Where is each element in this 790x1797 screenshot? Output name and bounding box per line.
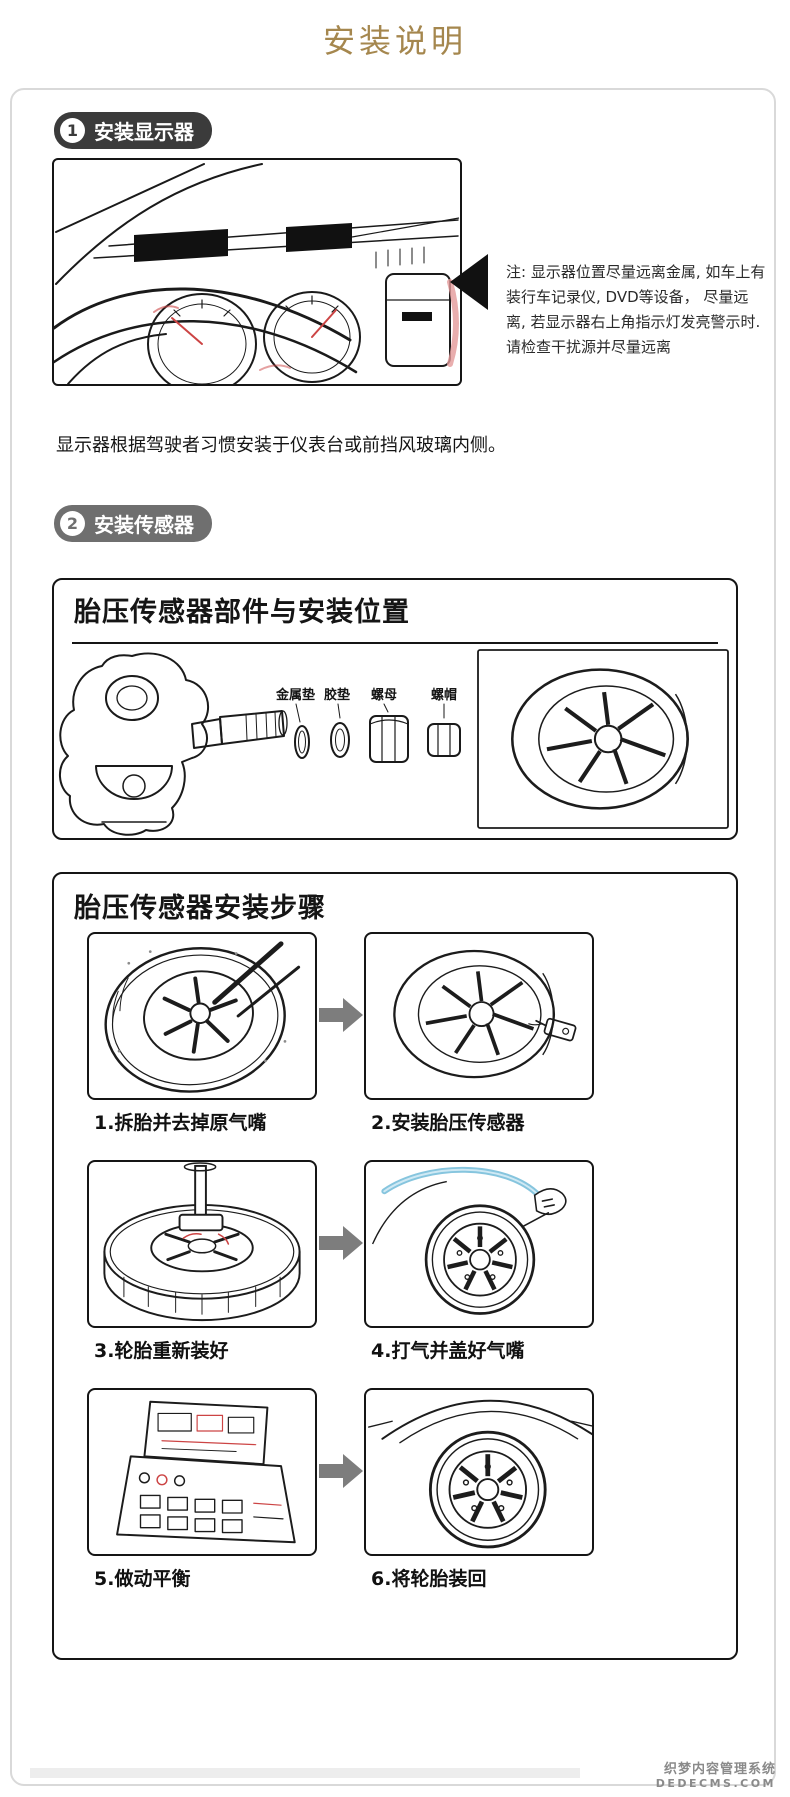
display-position-note: 注: 显示器位置尽量远离金属, 如车上有装行车记录仪, DVD等设备， 尽量远离… [506, 263, 766, 356]
section2-badge: 2 安装传感器 [54, 505, 212, 542]
section2-badge-label: 安装传感器 [94, 513, 194, 537]
section1-badge-label: 安装显示器 [94, 120, 194, 144]
display-install-caption: 显示器根据驾驶者习惯安装于仪表台或前挡风玻璃内侧。 [56, 435, 506, 456]
sensor-parts-box-title: 胎压传感器部件与安装位置 [74, 597, 410, 628]
step2-illustration [364, 932, 594, 1100]
step2-caption: 2.安装胎压传感器 [371, 1112, 525, 1134]
part-label-nut: 螺母 [371, 688, 398, 703]
step5-caption: 5.做动平衡 [94, 1568, 191, 1590]
watermark-strip [30, 1768, 580, 1778]
install-steps-box-title: 胎压传感器安装步骤 [74, 893, 326, 924]
install-steps-box: 胎压传感器安装步骤 [52, 872, 738, 1660]
step4-illustration [364, 1160, 594, 1328]
part-label-rubber-washer: 胶垫 [324, 688, 351, 703]
step3-illustration [87, 1160, 317, 1328]
section1-badge: 1 安装显示器 [54, 112, 212, 149]
step5-illustration [87, 1388, 317, 1556]
note-pointer-icon [450, 254, 488, 310]
watermark-line2: DEDECMS.COM [655, 1777, 776, 1790]
section2-badge-number: 2 [60, 511, 85, 536]
step1-illustration [87, 932, 317, 1100]
step3-caption: 3.轮胎重新装好 [94, 1340, 229, 1362]
arrow-right-icon [319, 1226, 363, 1260]
step4-caption: 4.打气并盖好气嘴 [371, 1340, 525, 1362]
step6-caption: 6.将轮胎装回 [371, 1568, 487, 1590]
watermark-line1: 织梦内容管理系统 [663, 1762, 776, 1777]
part-label-metal-washer: 金属垫 [276, 688, 316, 703]
sensor-diagram [59, 649, 729, 836]
section1-badge-number: 1 [60, 118, 85, 143]
arrow-right-icon [319, 998, 363, 1032]
page-title: 安装说明 [322, 22, 467, 60]
step1-caption: 1.拆胎并去掉原气嘴 [94, 1112, 267, 1134]
part-label-cap: 螺帽 [431, 688, 458, 703]
dashboard-illustration [52, 158, 462, 386]
watermark: 织梦内容管理系统 DEDECMS.COM [656, 1758, 776, 1790]
sensor-parts-box: 胎压传感器部件与安装位置 金属垫 胶垫 螺母 螺帽 [52, 578, 738, 840]
dashboard-drawing [54, 163, 460, 384]
title-underline [72, 642, 718, 644]
step6-illustration [364, 1388, 594, 1556]
arrow-right-icon [319, 1454, 363, 1488]
content-frame [10, 88, 776, 1786]
